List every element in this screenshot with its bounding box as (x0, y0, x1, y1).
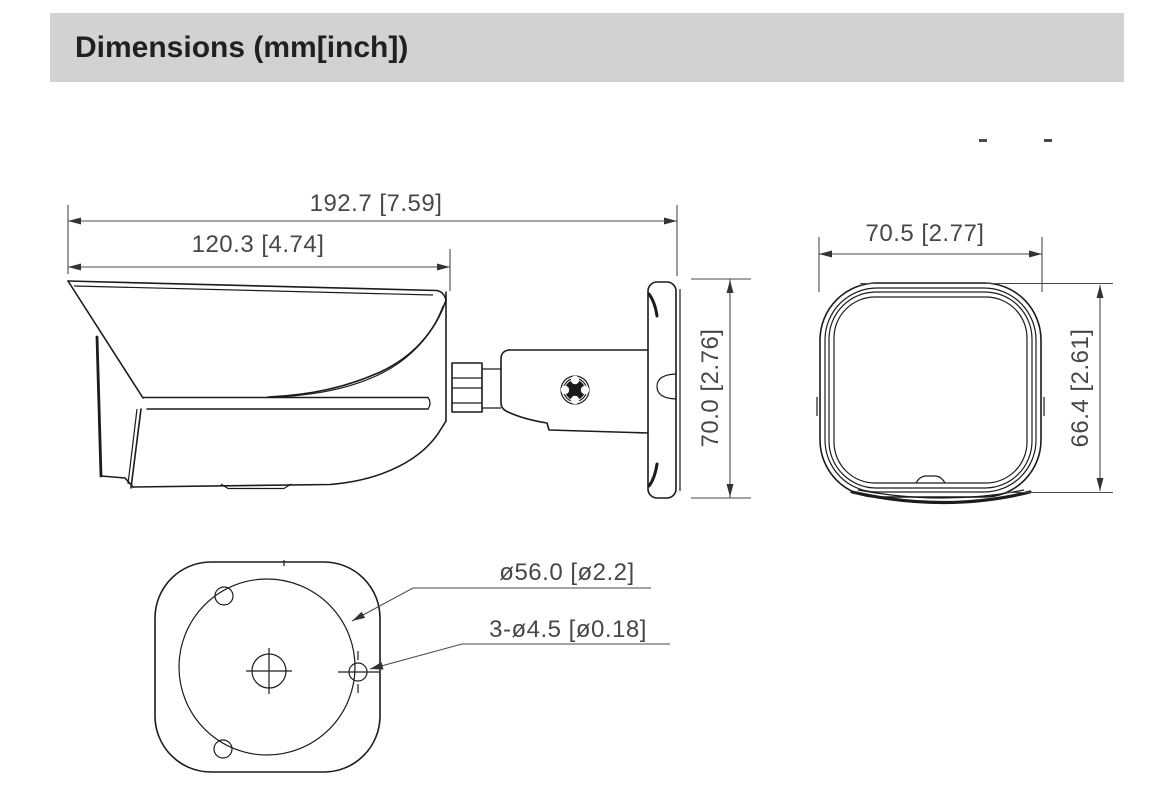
base-plate-outline (154, 560, 381, 773)
camera-front-view: 70.5 [2.77] 66.4 [2.61] (816, 220, 1113, 505)
dim-label-body-length: 120.3 [4.74] (192, 231, 325, 258)
threaded-joint (451, 362, 501, 413)
dim-label-overall-length: 192.7 [7.59] (310, 190, 443, 217)
center-hole (246, 648, 292, 694)
dim-label-mount-holes: 3-ø4.5 [ø0.18] (489, 616, 647, 643)
dim-base-height: 70.0 [2.76] (691, 278, 751, 499)
dim-label-base-height: 70.0 [2.76] (697, 329, 724, 448)
mount-hole-right (338, 651, 379, 693)
camera-side-view: 192.7 [7.59] 120.3 [4.74] 70.0 [2.76] (67, 190, 751, 499)
dim-label-bolt-circle: ø56.0 [ø2.2] (499, 559, 634, 586)
mount-hole-bottom (213, 739, 233, 759)
mount-arm (500, 349, 649, 434)
section-title: Dimensions (mm[inch]) (75, 30, 409, 64)
section-header: Dimensions (mm[inch]) (50, 13, 1124, 82)
sunshade-front-lip (850, 489, 1032, 505)
body-seam (142, 396, 431, 410)
dim-front-height: 66.4 [2.61] (860, 282, 1113, 494)
camera-base-bottom-view: ø56.0 [ø2.2] 3-ø4.5 [ø0.18] (154, 559, 670, 773)
dim-overall-length: 192.7 [7.59] (67, 190, 678, 276)
mount-base-disc (647, 281, 681, 499)
dim-front-width: 70.5 [2.77] (818, 220, 1043, 292)
dim-label-front-height: 66.4 [2.61] (1067, 329, 1094, 448)
dim-body-length: 120.3 [4.74] (68, 231, 451, 291)
front-face-outline (816, 282, 1045, 498)
screw-icon (560, 375, 590, 405)
camera-body-outline (95, 291, 447, 490)
mount-bolt-circle (178, 578, 356, 756)
leader-mount-holes: 3-ø4.5 [ø0.18] (369, 616, 670, 670)
page-artifact-marks (979, 139, 1052, 142)
mount-hole-top (214, 586, 234, 606)
dim-label-front-width: 70.5 [2.77] (866, 220, 985, 247)
sunshade-outline (67, 280, 447, 399)
leader-bolt-circle: ø56.0 [ø2.2] (351, 559, 651, 622)
